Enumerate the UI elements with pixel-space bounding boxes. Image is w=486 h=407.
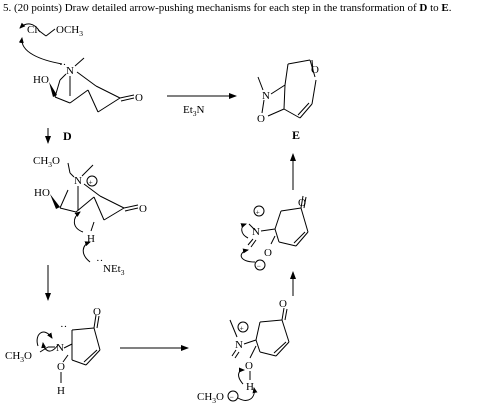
atom-o-ketone-d: O bbox=[135, 92, 143, 104]
atom-o-ketone-int5: O bbox=[298, 197, 306, 209]
atom-o-int5: O bbox=[264, 247, 272, 259]
atom-o-int3: O bbox=[57, 361, 65, 373]
compound-d-structure: Cl OCH3 N ·· O HO D bbox=[18, 22, 143, 143]
charge-plus-int4: + bbox=[240, 324, 244, 333]
curved-arrow-c-o bbox=[41, 342, 59, 352]
atom-h-int3: H bbox=[57, 385, 65, 397]
atom-h-int4: H bbox=[246, 381, 254, 393]
curved-arrow-methoxide bbox=[237, 387, 258, 401]
compound-e-ref: E bbox=[441, 2, 449, 14]
curved-arrow-n-attack bbox=[18, 37, 63, 65]
intermediate-iminium-methoxide: + N O O H CH3O − bbox=[197, 298, 290, 405]
charge-plus-int2: + bbox=[89, 178, 93, 187]
atom-o-ring-e: O bbox=[257, 113, 265, 125]
curved-arrow-cn-pi bbox=[240, 223, 249, 239]
reagent-et3n: Et3N bbox=[183, 104, 205, 118]
reagent-cl: Cl bbox=[27, 24, 37, 36]
question-prompt: Draw detailed arrow-pushing mechanisms f… bbox=[64, 2, 417, 14]
compound-e-structure: N O O E bbox=[257, 59, 319, 142]
atom-n-e: N bbox=[262, 90, 270, 102]
methoxy-label-2: CH3O bbox=[33, 155, 60, 169]
reaction-arrow-main: Et3N bbox=[167, 93, 237, 118]
intermediate-ammonium: CH3O N + O HO H ·· NEt3 bbox=[33, 155, 147, 277]
atom-h-int2: H bbox=[87, 233, 95, 245]
question-points: (20 points) bbox=[14, 2, 62, 14]
atom-o-ketone-int2: O bbox=[139, 203, 147, 215]
intermediate-alkoxide-iminium: + N O O − bbox=[240, 195, 309, 271]
atom-n-int5: N bbox=[252, 226, 260, 238]
methoxy-label-3: CH3O bbox=[5, 350, 32, 364]
atom-o-int4: O bbox=[245, 360, 253, 372]
reagent-och3: OCH3 bbox=[56, 24, 83, 38]
atom-ho-int2: HO bbox=[34, 187, 50, 199]
charge-minus-int5: − bbox=[257, 262, 261, 271]
question-number: 5. bbox=[3, 2, 12, 14]
intermediate-bottom-left: CH3O N ·· O O H bbox=[5, 306, 101, 397]
lone-pair-n: ·· bbox=[59, 59, 66, 71]
question-to: to bbox=[430, 2, 439, 14]
lone-pair-o-int3: ·· bbox=[60, 321, 67, 333]
compound-label-d: D bbox=[63, 129, 72, 143]
compound-label-e: E bbox=[292, 128, 300, 142]
reagent-methoxide: CH3O bbox=[197, 391, 224, 405]
atom-o-ketone-int3: O bbox=[93, 306, 101, 318]
question-text: 5. (20 points) Draw detailed arrow-pushi… bbox=[3, 1, 483, 15]
atom-n-int4: N bbox=[235, 339, 243, 351]
curved-arrow-ch-bond bbox=[73, 211, 84, 233]
compound-d-ref: D bbox=[419, 2, 428, 14]
charge-minus-int4: − bbox=[230, 393, 234, 402]
atom-n-int2: N bbox=[74, 175, 82, 187]
charge-plus-int5: + bbox=[256, 208, 260, 217]
curved-arrow-o-to-n bbox=[36, 331, 53, 347]
atom-n-int3: N bbox=[56, 342, 64, 354]
curved-arrow-oh-bond bbox=[238, 367, 245, 385]
curved-arrow-alkoxide bbox=[240, 248, 256, 263]
atom-ho-d: HO bbox=[33, 74, 49, 86]
lone-pair-net3: ·· bbox=[96, 255, 103, 267]
atom-o-ketone-e: O bbox=[311, 64, 319, 76]
curved-arrow-base-attack bbox=[82, 241, 91, 263]
atom-n-d: N bbox=[66, 65, 74, 77]
atom-o-ketone-int4: O bbox=[279, 298, 287, 310]
reagent-net3: NEt3 bbox=[103, 263, 125, 277]
question-period: . bbox=[448, 2, 452, 14]
